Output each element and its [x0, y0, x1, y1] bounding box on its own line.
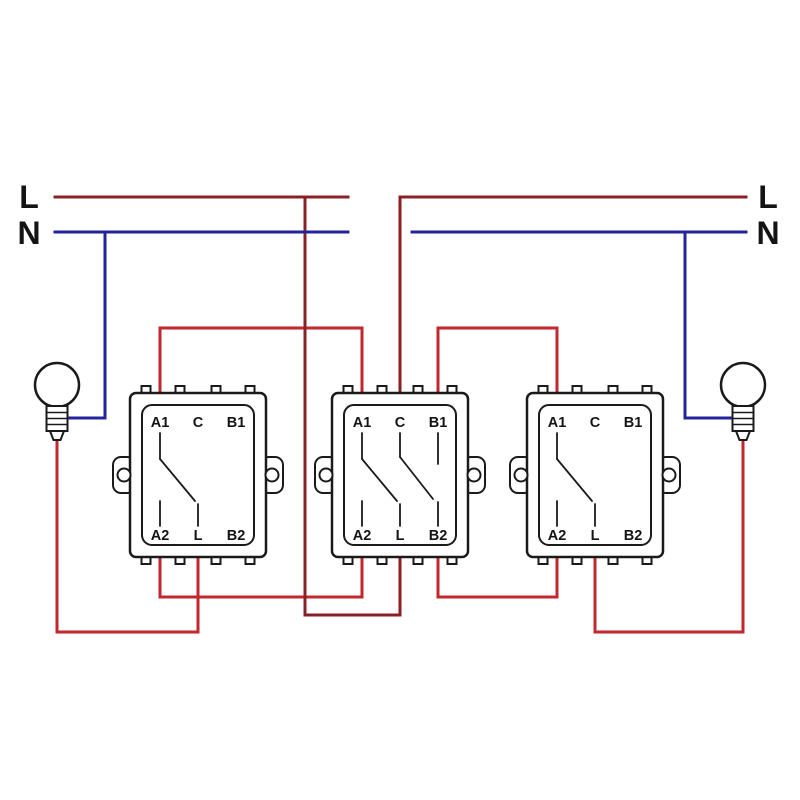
terminal-label-L: L [396, 528, 405, 544]
lamp-left [33, 361, 81, 441]
ear-screw-hole [116, 467, 132, 483]
terminal-label-C: C [193, 415, 204, 431]
neutral-label-left: N [17, 215, 40, 251]
bulb-glass [33, 361, 81, 409]
ear-screw-hole [264, 467, 280, 483]
wire-sw2B2-sw3A2 [436, 554, 559, 599]
terminal-label-A2: A2 [151, 528, 170, 544]
switch-contact-schematic [361, 432, 439, 527]
switch-contact-schematic [159, 432, 199, 527]
ear-screw-hole [318, 467, 334, 483]
terminal-label-C: C [590, 415, 601, 431]
switch-inner-frame [141, 404, 255, 546]
terminal-label-L: L [194, 528, 203, 544]
terminal-label-L: L [591, 528, 600, 544]
terminal-label-B2: B2 [429, 528, 448, 544]
phase-label-right: L [758, 179, 778, 215]
bulb-contact-tip [734, 430, 752, 441]
neutral-drop-lamp-right [683, 230, 734, 420]
wire-lamp-right-sw3L [593, 436, 745, 634]
switch-inner-frame [343, 404, 457, 546]
terminal-label-B2: B2 [227, 528, 246, 544]
wire-sw2B1-sw3A1 [436, 326, 559, 395]
neutral-drop-lamp-left [66, 230, 107, 420]
phase-bus [53, 195, 748, 617]
ear-screw-hole [466, 467, 482, 483]
switch-box-middle: A1 C B1 A2 L B2 [314, 385, 486, 565]
terminal-label-C: C [395, 415, 406, 431]
phase-drop-to-sw2-L [303, 195, 402, 617]
terminal-label-A2: A2 [353, 528, 372, 544]
switch-contact-schematic [556, 432, 596, 527]
switched-wires [55, 326, 745, 634]
terminal-label-B1: B1 [227, 415, 246, 431]
bulb-contact-tip [48, 430, 66, 441]
terminal-label-A1: A1 [151, 415, 170, 431]
bulb-glass [719, 361, 767, 409]
wire-sw1A1-sw2A1 [158, 326, 364, 395]
switch-inner-frame [538, 404, 652, 546]
wire-lamp-left-sw1L [55, 436, 200, 634]
neutral-label-right: N [756, 215, 779, 251]
ear-screw-hole [661, 467, 677, 483]
terminal-label-A1: A1 [353, 415, 372, 431]
phase-label-left: L [19, 179, 39, 215]
terminal-label-B1: B1 [429, 415, 448, 431]
terminal-label-B2: B2 [624, 528, 643, 544]
ear-screw-hole [513, 467, 529, 483]
switch-box-right: A1 C B1 A2 L B2 [509, 385, 681, 565]
neutral-bus [53, 230, 748, 420]
terminal-label-B1: B1 [624, 415, 643, 431]
terminal-label-A2: A2 [548, 528, 567, 544]
wire-sw1A2-sw2A2 [158, 554, 364, 599]
terminal-label-A1: A1 [548, 415, 567, 431]
lamp-right [719, 361, 767, 441]
switch-box-left: A1 C B1 A2 L B2 [112, 385, 284, 565]
